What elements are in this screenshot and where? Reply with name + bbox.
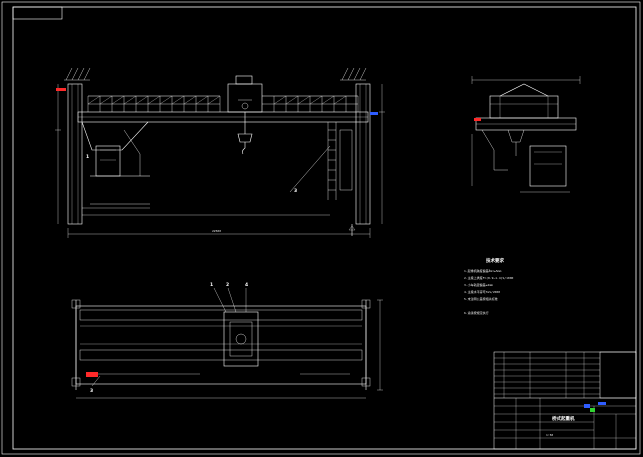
title-block-title: 桥式起重机 bbox=[552, 415, 575, 422]
right-column bbox=[355, 83, 371, 225]
plan-view-annotations: 1 2 3 4 bbox=[86, 282, 248, 394]
plan-outer-frame bbox=[75, 305, 367, 385]
front-elevation-view bbox=[55, 67, 385, 238]
note-line-1: 1.起重机跨度偏差ΔS=±5mm bbox=[464, 268, 501, 273]
plan-leader-label-4: 4 bbox=[245, 282, 248, 288]
side-trolley bbox=[489, 95, 559, 119]
title-block bbox=[493, 351, 637, 450]
hook-block bbox=[237, 133, 253, 143]
title-block-scale: 1:50 bbox=[546, 433, 553, 437]
front-view-annotations: 1 3 22500 bbox=[56, 88, 378, 233]
wall-hatch-left bbox=[64, 67, 91, 81]
plan-leader-label-3: 3 bbox=[90, 388, 93, 394]
side-red-marker bbox=[474, 118, 481, 121]
plan-leader-label-1: 1 bbox=[210, 282, 213, 288]
title-block-accents: 桥式起重机 1:50 bbox=[546, 402, 606, 437]
front-leader-label-3: 3 bbox=[294, 188, 297, 194]
front-dimensions bbox=[55, 84, 385, 238]
span-dimension: 22500 bbox=[212, 229, 221, 233]
trolley bbox=[227, 83, 263, 113]
front-leader-label-1: 1 bbox=[86, 154, 89, 160]
operator-cab bbox=[95, 145, 121, 177]
plan-trolley bbox=[223, 311, 259, 367]
side-view bbox=[471, 76, 581, 193]
side-trolley-roof bbox=[499, 83, 549, 97]
note-line-5: 5.未注明公差按相关标准 bbox=[464, 296, 498, 301]
note-line-3: 3.小车轨距偏差±2mm bbox=[464, 282, 493, 287]
wall-hatch-right bbox=[340, 67, 367, 81]
plan-view bbox=[71, 287, 383, 399]
note-line-2: 2.主梁上拱度F=(0.9~1.4)S/1000 bbox=[464, 275, 514, 280]
railing-diagonals bbox=[87, 95, 347, 105]
plan-leader-label-2: 2 bbox=[226, 282, 229, 288]
technical-notes: 技术要求 1.起重机跨度偏差ΔS=±5mm 2.主梁上拱度F=(0.9~1.4)… bbox=[464, 257, 514, 315]
right-ladder bbox=[327, 122, 353, 200]
notes-heading: 技术要求 bbox=[486, 257, 504, 264]
left-column bbox=[67, 83, 83, 225]
side-cab bbox=[529, 145, 567, 187]
note-line-4: 4.主梁水平旁弯f≤S/2000 bbox=[464, 289, 500, 294]
note-line-6: 6.涂漆按规定执行 bbox=[464, 310, 489, 315]
hook bbox=[242, 142, 246, 155]
